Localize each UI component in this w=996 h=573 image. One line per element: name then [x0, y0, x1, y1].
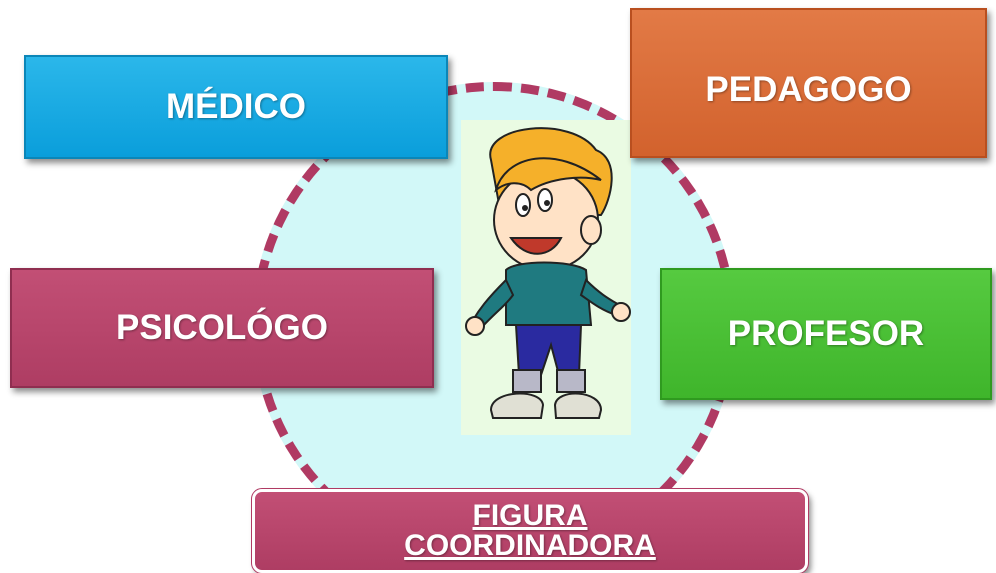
box-profesor-label: PROFESOR [727, 314, 925, 353]
box-pedagogo: PEDAGOGO [630, 8, 987, 158]
box-figura-label: FIGURA COORDINADORA [404, 499, 656, 562]
child-cartoon-icon [465, 127, 631, 419]
box-psicologo-label: PSICOLÓGO [116, 308, 328, 347]
box-medico: MÉDICO [24, 55, 448, 159]
box-profesor: PROFESOR [660, 268, 992, 400]
box-psicologo: PSICOLÓGO [10, 268, 434, 388]
box-figura-coordinadora: FIGURA COORDINADORA [251, 488, 809, 573]
box-pedagogo-label: PEDAGOGO [705, 70, 912, 109]
child-illustration [461, 120, 631, 435]
box-medico-label: MÉDICO [166, 87, 306, 126]
